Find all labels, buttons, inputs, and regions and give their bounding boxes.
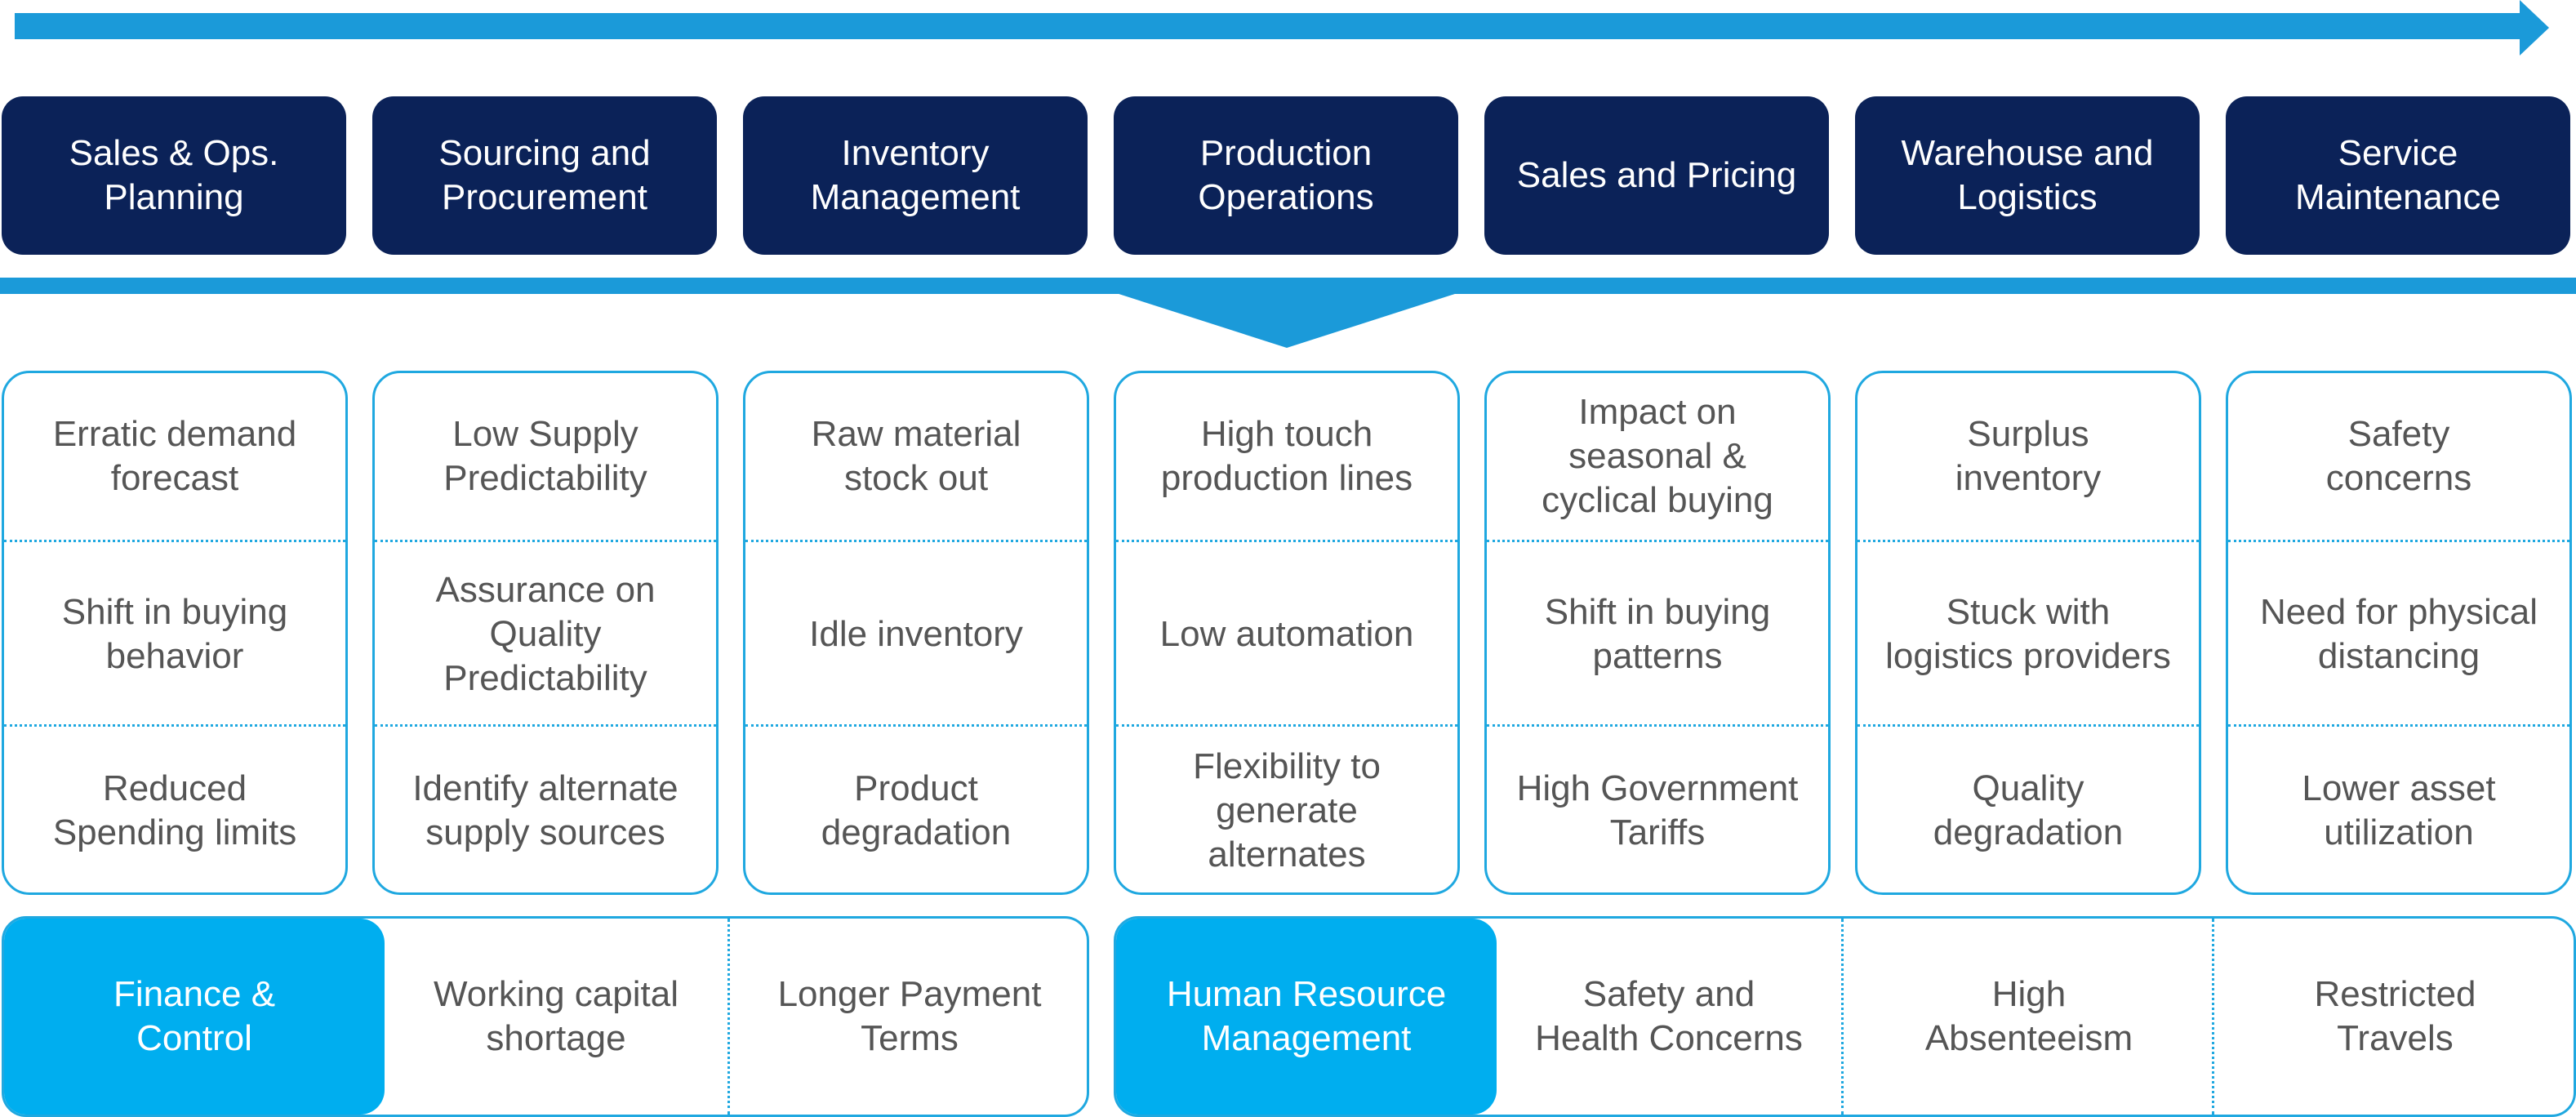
header-sales-ops-planning: Sales & Ops. Planning <box>2 96 346 255</box>
issue-cell: Reduced Spending limits <box>4 724 345 892</box>
finance-item: Longer Payment Terms <box>727 919 1087 1115</box>
header-production-operations: Production Operations <box>1114 96 1458 255</box>
process-arrow-shaft <box>15 13 2521 39</box>
issue-cell: Low automation <box>1116 540 1457 727</box>
hr-item: High Absenteeism <box>1841 919 2214 1115</box>
hr-band: Human Resource Management Safety and Hea… <box>1114 916 2576 1117</box>
issue-card-warehouse: Surplus inventory Stuck with logistics p… <box>1855 371 2201 895</box>
hr-item: Restricted Travels <box>2212 919 2574 1115</box>
issue-cell: High touch production lines <box>1160 414 1413 498</box>
issue-cell: Surplus inventory <box>1955 414 2102 498</box>
issue-cell: Idle inventory <box>745 540 1087 727</box>
finance-band: Finance & Control Working capital shorta… <box>2 916 1089 1117</box>
header-service-maintenance: Service Maintenance <box>2226 96 2570 255</box>
header-sales-pricing: Sales and Pricing <box>1484 96 1829 255</box>
issue-card-sales-pricing: Impact on seasonal & cyclical buying Shi… <box>1484 371 1831 895</box>
issue-cell: Need for physical distancing <box>2228 540 2569 727</box>
issue-card-sales-ops: Erratic demand forecast Shift in buying … <box>2 371 348 895</box>
issue-card-service: Safety concerns Need for physical distan… <box>2226 371 2572 895</box>
issue-cell: High Government Tariffs <box>1487 724 1828 892</box>
issue-cell: Impact on seasonal & cyclical buying <box>1542 392 1773 520</box>
header-inventory-management: Inventory Management <box>743 96 1088 255</box>
issue-cell: Assurance on Quality Predictability <box>375 540 716 727</box>
header-warehouse-logistics: Warehouse and Logistics <box>1855 96 2200 255</box>
finance-item: Working capital shortage <box>434 974 678 1058</box>
issue-cell: Flexibility to generate alternates <box>1116 724 1457 892</box>
issue-cell: Raw material stock out <box>811 414 1021 498</box>
header-sourcing-procurement: Sourcing and Procurement <box>372 96 717 255</box>
finance-title: Finance & Control <box>4 919 385 1115</box>
issue-cell: Safety concerns <box>2325 414 2472 498</box>
process-arrow-head <box>2520 0 2549 56</box>
issue-cell: Quality degradation <box>1857 724 2199 892</box>
issue-cell: Low Supply Predictability <box>443 414 647 498</box>
hr-item: Safety and Health Concerns <box>1535 974 1803 1058</box>
issue-cell: Stuck with logistics providers <box>1857 540 2199 727</box>
divider-bar <box>0 278 2576 294</box>
issue-card-sourcing: Low Supply Predictability Assurance on Q… <box>372 371 719 895</box>
issue-cell: Product degradation <box>745 724 1087 892</box>
issue-card-production: High touch production lines Low automati… <box>1114 371 1460 895</box>
issue-card-inventory: Raw material stock out Idle inventory Pr… <box>743 371 1089 895</box>
issue-cell: Shift in buying behavior <box>4 540 345 727</box>
divider-pointer <box>1114 292 1460 348</box>
issue-cell: Lower asset utilization <box>2228 724 2569 892</box>
issue-cell: Erratic demand forecast <box>52 414 297 498</box>
issue-cell: Shift in buying patterns <box>1487 540 1828 727</box>
issue-cell: Identify alternate supply sources <box>375 724 716 892</box>
hr-title: Human Resource Management <box>1116 919 1497 1115</box>
